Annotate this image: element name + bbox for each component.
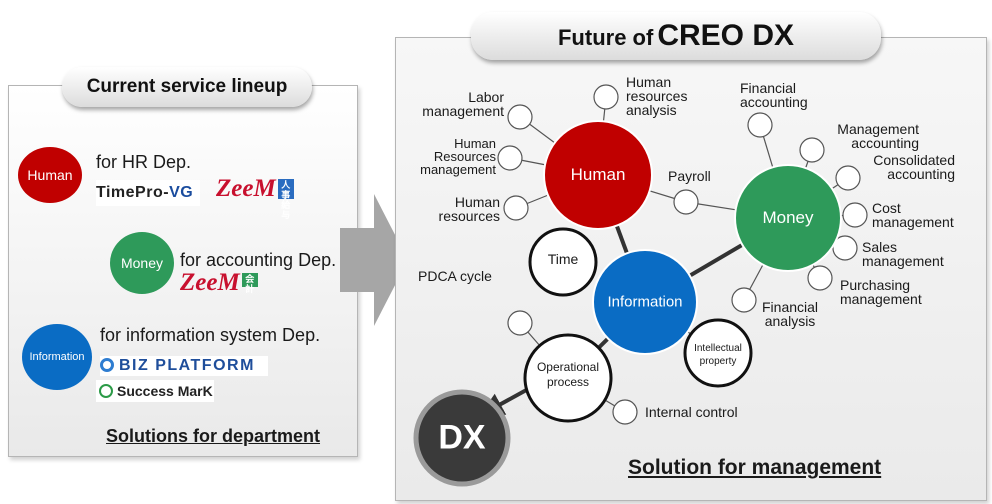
money-hub-label: Money	[762, 208, 814, 227]
dx-hub-label: DX	[438, 418, 486, 457]
current-service-title: Current service lineup	[62, 67, 312, 107]
check-icon	[99, 384, 113, 398]
biz-platform-icon	[100, 358, 114, 372]
transition-arrow	[340, 194, 408, 326]
solutions-department-footer: Solutions for department	[106, 426, 321, 446]
information-hub-label: Information	[607, 293, 683, 311]
internal-control-label: Internal control	[645, 404, 738, 420]
success-mark-logo: Success MarK	[96, 380, 214, 402]
pdca-cycle-label: PDCA cycle	[418, 268, 492, 284]
money-circle-left: Money	[110, 232, 174, 294]
accounting-dep-label: for accounting Dep.	[180, 250, 337, 270]
information-circle-left: Information	[22, 324, 92, 390]
human-circle-left: Human	[18, 147, 82, 203]
hr-dep-label: for HR Dep.	[96, 152, 192, 172]
payroll-label: Payroll	[668, 168, 711, 184]
human-hub-label: Human	[570, 165, 626, 184]
timepro-vg-logo: TimePro-VG	[96, 180, 200, 206]
info-system-dep-label: for information system Dep.	[100, 325, 321, 345]
solution-management-footer: Solution for management	[628, 456, 882, 479]
time-node-label: Time	[547, 251, 579, 267]
biz-platform-logo: BIZ PLATFORM	[100, 356, 268, 376]
